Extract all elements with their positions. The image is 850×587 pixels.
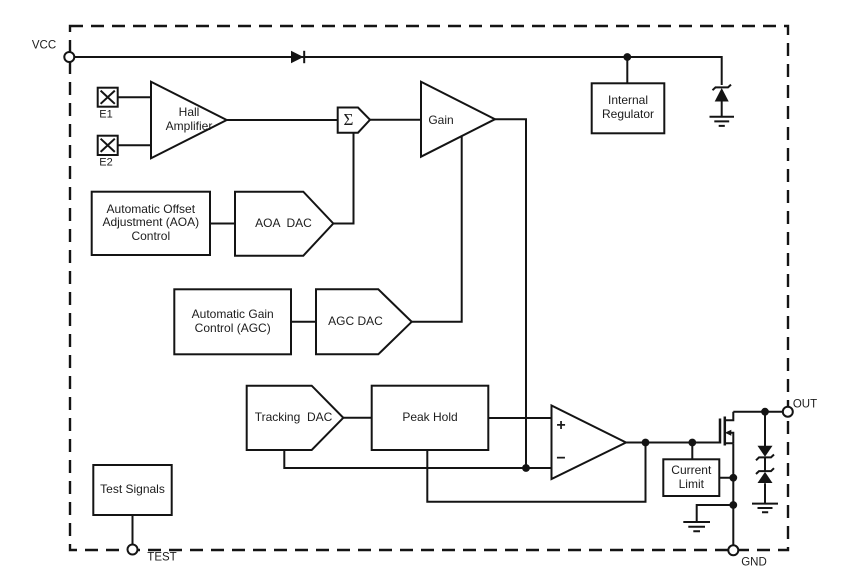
junction-dot	[761, 407, 769, 416]
ground-icon	[752, 502, 778, 514]
pin-terminals	[63, 51, 794, 557]
ic-boundary	[68, 24, 790, 552]
tracking-dac-pentagon	[245, 384, 345, 451]
junction-dot	[522, 464, 530, 472]
zener-anode-triangle	[714, 88, 729, 102]
upper-zener-triangle	[757, 445, 773, 457]
agc-control-box	[173, 288, 292, 356]
test-signals-label: Test Signals	[100, 482, 165, 497]
nmos-transistor-icon	[718, 411, 735, 446]
gain-output-wire	[495, 118, 527, 468]
test-pin-circle	[126, 543, 139, 556]
aoa-wires	[210, 132, 355, 225]
agc-control-label: Automatic Gain Control (AGC)	[191, 306, 274, 335]
agc-dac-label: AGC DAC	[328, 313, 383, 328]
agc-dac-pentagon	[315, 288, 414, 356]
e2-label: E2	[99, 156, 113, 169]
wires	[74, 56, 788, 550]
diode-anode-triangle	[291, 50, 304, 64]
comparator-plus-symbol: +	[556, 416, 566, 434]
aoa-dac-label: AOA DAC	[255, 215, 312, 230]
out-pin-label: OUT	[792, 398, 818, 411]
tracking-dac-label: Tracking DAC	[254, 410, 333, 425]
current-limit-label: Current Limit	[671, 462, 712, 491]
aoa-dac-pentagon	[234, 190, 335, 257]
junction-dot	[623, 53, 632, 61]
lower-zener-bar	[755, 467, 775, 475]
sum-pentagon	[336, 106, 372, 134]
vcc-pin-circle	[63, 51, 76, 63]
zener-cathode-bar	[711, 83, 732, 91]
nmos-stubs	[724, 411, 735, 445]
aoa-control-label: Automatic Offset Adjustment (AOA) Contro…	[102, 201, 200, 244]
tracking-minus-wire	[283, 450, 552, 469]
e1-label: E1	[99, 108, 113, 121]
upper-zener-bar	[755, 453, 775, 462]
hall-input-wires	[117, 96, 151, 147]
junction-dot	[688, 438, 697, 447]
source-gnd-wire	[695, 443, 735, 550]
e1-x-icon	[99, 89, 116, 105]
agc-wires	[291, 136, 463, 323]
aoa-control-box	[90, 190, 211, 256]
out-pin-circle	[781, 405, 794, 418]
sum-symbol: Σ	[343, 109, 354, 129]
gain-label: Gain	[428, 112, 454, 127]
test-pin-label: TEST	[147, 551, 177, 564]
vcc-zener-icon	[709, 83, 734, 127]
junction-dot	[729, 473, 738, 482]
peak-hold-label: Peak Hold	[402, 409, 458, 424]
peak-hold-box	[370, 384, 490, 452]
hall-amplifier-label: Hall Amplifier	[165, 105, 213, 133]
gnd-pin-label: GND	[741, 556, 767, 569]
vcc-diode-icon	[291, 50, 306, 64]
output-clamp-zener-icons	[752, 445, 778, 514]
nmos-body-arrow	[724, 429, 732, 436]
vcc-pin-label: VCC	[31, 39, 57, 52]
ground-icon	[709, 101, 734, 127]
current-limit-box	[662, 458, 721, 497]
internal-regulator-label: Internal Regulator	[601, 93, 655, 122]
vcc-rail-wire	[74, 56, 723, 85]
gnd-pin-circle	[727, 544, 740, 557]
comparator-minus-symbol: −	[556, 449, 566, 467]
block-shapes	[90, 80, 721, 516]
hall-amplifier-triangle	[150, 80, 229, 160]
e2-x-icon	[99, 137, 116, 153]
junction-dot	[729, 501, 738, 509]
current-limit-ground-icon	[683, 521, 710, 533]
feedback-wire	[426, 442, 647, 503]
junction-dots	[522, 53, 769, 509]
lower-zener-triangle	[757, 471, 773, 483]
comparator-triangle	[550, 403, 629, 481]
junction-dot	[641, 438, 650, 447]
